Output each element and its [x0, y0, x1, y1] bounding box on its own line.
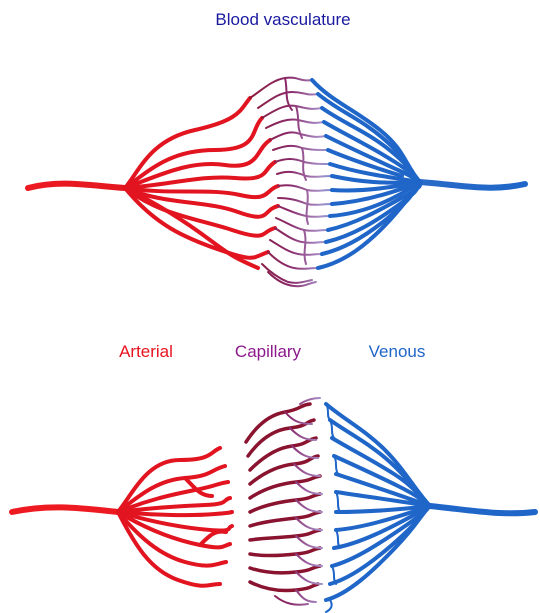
venous-network: [326, 404, 535, 612]
arterial-network: [12, 448, 232, 586]
arterial-branches: [118, 448, 232, 586]
figure-title: Blood vasculature: [215, 10, 350, 30]
arterial-main-trunk: [12, 507, 118, 512]
top-arterial-branches: [125, 98, 278, 268]
venous-label: Venous: [369, 342, 426, 362]
combined-network: [28, 78, 525, 287]
capillary-label: Capillary: [235, 342, 301, 362]
top-venous-branches: [312, 80, 420, 268]
capillary-network: [246, 398, 322, 605]
venous-main-trunk: [430, 506, 535, 513]
arterial-label: Arterial: [119, 342, 173, 362]
